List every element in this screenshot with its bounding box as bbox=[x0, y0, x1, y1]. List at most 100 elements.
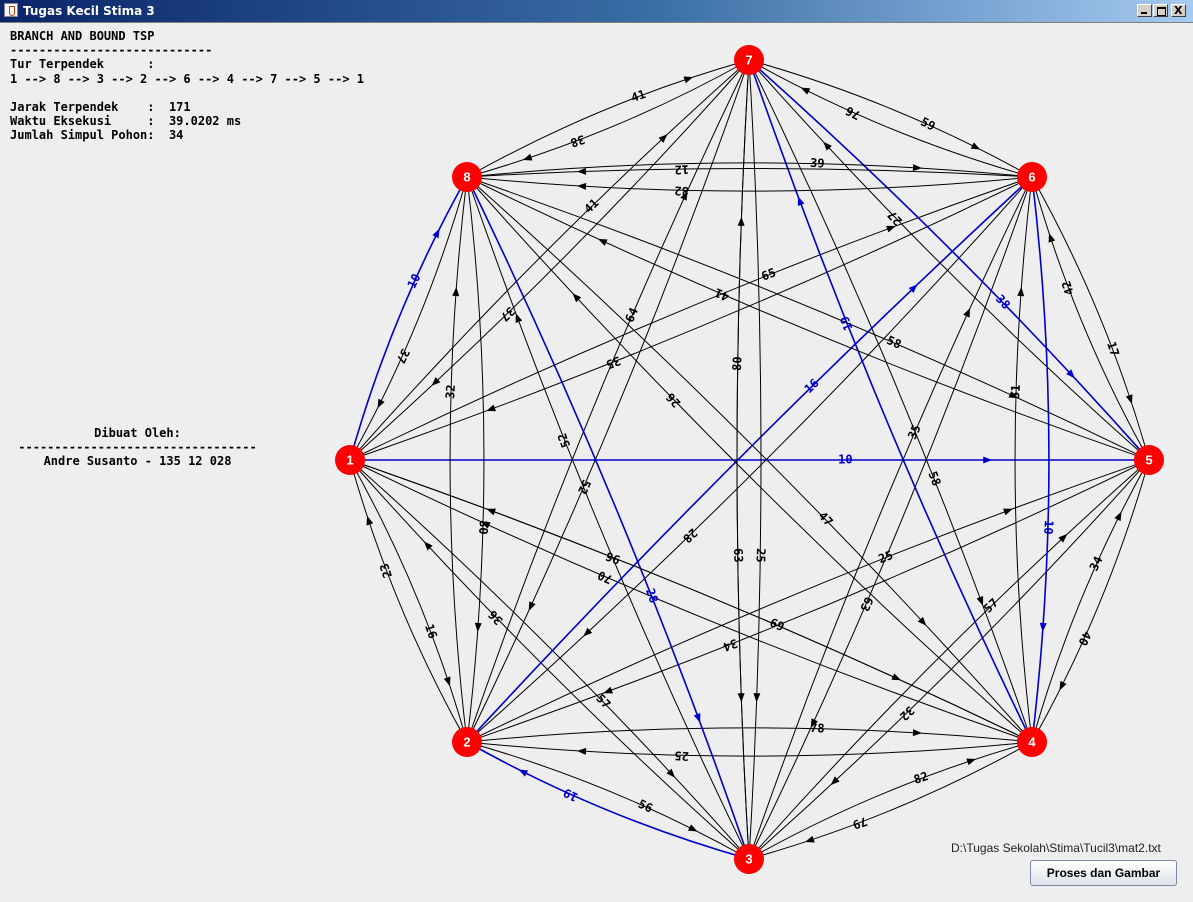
edge-arrowhead bbox=[966, 758, 977, 766]
edge-weight-label: 10 bbox=[405, 271, 424, 290]
edge-arrowhead bbox=[1059, 680, 1067, 691]
graph-edge bbox=[466, 459, 1150, 743]
edge-weight-label: 28 bbox=[643, 586, 661, 604]
edge-arrowhead bbox=[583, 627, 593, 637]
edge-arrowhead bbox=[891, 673, 902, 681]
graph-node: 7 bbox=[734, 45, 764, 75]
edge-weight-label: 69 bbox=[768, 615, 787, 634]
credit-title: Dibuat Oleh: bbox=[94, 426, 181, 440]
graph-edge bbox=[748, 59, 1150, 461]
edge-weight-label: 19 bbox=[561, 785, 580, 804]
node-circle bbox=[734, 45, 764, 75]
maximize-button[interactable] bbox=[1153, 4, 1168, 17]
graph-edge bbox=[466, 176, 485, 743]
graph-edge bbox=[466, 59, 750, 743]
graph-edge bbox=[466, 162, 1033, 178]
node-circle bbox=[452, 162, 482, 192]
minimize-button[interactable] bbox=[1137, 4, 1152, 17]
edge-weight-label: 35 bbox=[604, 353, 622, 371]
tour-edge bbox=[748, 59, 1033, 743]
edge-arrowhead bbox=[1048, 232, 1056, 243]
edge-arrowhead bbox=[800, 87, 811, 95]
edge-arrowhead bbox=[970, 142, 981, 150]
graph-edge bbox=[466, 176, 1150, 461]
edge-arrowhead bbox=[983, 456, 993, 464]
graph-edge bbox=[466, 727, 1033, 743]
edge-arrowhead bbox=[518, 769, 529, 777]
edge-arrowhead bbox=[377, 398, 385, 409]
edge-arrowhead bbox=[823, 141, 832, 151]
close-button[interactable]: X bbox=[1171, 4, 1186, 17]
credit-author: Andre Susanto - 135 12 028 bbox=[43, 454, 232, 468]
maximize-icon bbox=[1157, 7, 1166, 16]
edge-weight-label: 32 bbox=[443, 384, 458, 399]
tour-edge bbox=[466, 741, 750, 860]
credit-panel: Dibuat Oleh:----------------------------… bbox=[10, 426, 265, 468]
nodes-line: Jumlah Simpul Pohon: 34 bbox=[10, 128, 184, 143]
edge-weight-label: 76 bbox=[843, 103, 862, 122]
edge-arrowhead bbox=[1125, 394, 1133, 405]
graph-edge bbox=[748, 59, 762, 860]
edge-arrowhead bbox=[1003, 508, 1013, 516]
edge-weight-label: 51 bbox=[1008, 384, 1023, 399]
edge-arrowhead bbox=[804, 835, 815, 843]
edge-weight-label: 34 bbox=[1087, 554, 1106, 573]
edge-weight-label: 38 bbox=[569, 132, 587, 150]
edge-arrowhead bbox=[683, 76, 694, 84]
graph-edge bbox=[466, 168, 1033, 178]
close-icon: X bbox=[1174, 4, 1183, 17]
graph-edge bbox=[748, 59, 1033, 743]
edge-arrowhead bbox=[603, 686, 613, 694]
edge-arrowhead bbox=[431, 377, 441, 386]
edge-weight-label: 79 bbox=[851, 814, 869, 832]
graph-edge bbox=[349, 176, 1033, 461]
edge-weight-label: 80 bbox=[476, 520, 491, 535]
edge-arrowhead bbox=[963, 307, 971, 318]
process-and-draw-button[interactable]: Proses dan Gambar bbox=[1030, 860, 1177, 886]
node-label: 6 bbox=[1028, 169, 1035, 184]
node-label: 5 bbox=[1145, 452, 1152, 467]
node-label: 8 bbox=[463, 169, 470, 184]
graph-node: 2 bbox=[452, 727, 482, 757]
graph-node: 8 bbox=[452, 162, 482, 192]
edge-weight-label: 78 bbox=[810, 721, 825, 736]
graph-edge bbox=[748, 59, 1033, 178]
edge-arrowhead bbox=[486, 508, 496, 516]
node-circle bbox=[1017, 162, 1047, 192]
edge-arrowhead bbox=[528, 601, 536, 612]
edge-arrowhead bbox=[1017, 287, 1025, 297]
tour-edge bbox=[466, 176, 1033, 743]
graph-edge bbox=[748, 176, 1033, 860]
graph-edge bbox=[748, 459, 1150, 860]
distance-line: Jarak Terpendek : 171 bbox=[10, 99, 191, 114]
edge-arrowhead bbox=[572, 293, 582, 303]
edge-arrowhead bbox=[976, 596, 984, 606]
node-label: 1 bbox=[346, 452, 353, 467]
graph-edge bbox=[349, 176, 1033, 461]
edge-weight-label: 82 bbox=[674, 183, 689, 198]
edge-arrowhead bbox=[737, 693, 745, 703]
tour-edge bbox=[1031, 176, 1050, 743]
edge-weight-label: 10 bbox=[1041, 520, 1056, 535]
edge-weight-label: 63 bbox=[731, 548, 746, 563]
graph-edge bbox=[466, 741, 1033, 757]
graph-edge bbox=[349, 59, 750, 461]
title-bar: Tugas Kecil Stima 3 bbox=[0, 0, 1193, 23]
edge-arrowhead bbox=[830, 776, 840, 786]
edge-weight-label: 58 bbox=[885, 333, 904, 352]
edge-arrowhead bbox=[1114, 511, 1122, 522]
java-icon bbox=[4, 3, 18, 17]
edge-weight-label: 65 bbox=[759, 265, 777, 283]
window-title: Tugas Kecil Stima 3 bbox=[23, 4, 155, 18]
tour-label: Tur Terpendek : bbox=[10, 57, 155, 72]
edge-weight-label: 19 bbox=[837, 314, 855, 332]
edge-weight-label: 37 bbox=[393, 346, 412, 365]
graph-edge bbox=[466, 59, 750, 743]
graph-edge bbox=[349, 459, 750, 860]
edge-arrowhead bbox=[577, 182, 587, 190]
tour-value: 1 --> 8 --> 3 --> 2 --> 6 --> 4 --> 7 --… bbox=[10, 71, 365, 86]
edge-weight-label: 52 bbox=[575, 478, 594, 497]
edge-arrowhead bbox=[797, 196, 805, 206]
graph-edge bbox=[1031, 176, 1150, 461]
edge-arrowhead bbox=[474, 622, 482, 632]
